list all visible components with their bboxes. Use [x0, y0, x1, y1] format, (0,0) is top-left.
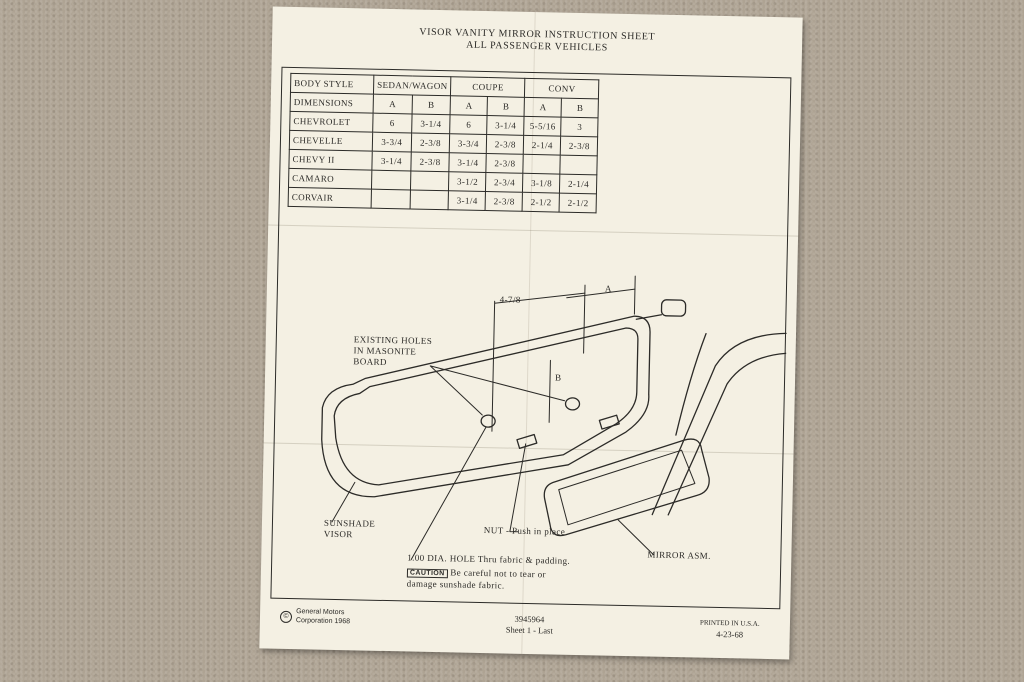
caution-text-line2: damage sunshade fabric.: [406, 578, 505, 591]
gm-corporation: General Motors Corporation 1968: [295, 608, 351, 626]
mirror-glass: [558, 449, 696, 526]
sheet-number: Sheet 1 - Last: [505, 624, 553, 636]
leader-sunshade: [331, 481, 356, 523]
instruction-sheet: VISOR VANITY MIRROR INSTRUCTION SHEET AL…: [259, 6, 803, 660]
caution-text-line1: Be careful not to tear or: [450, 567, 547, 580]
nut-label: NUT - Push in place: [483, 525, 566, 537]
existing-hole-left: [480, 414, 496, 428]
visor-bracket: [660, 299, 687, 317]
dimension-b-label: B: [554, 372, 562, 383]
mirror-asm-label: MIRROR ASM.: [647, 549, 711, 561]
dimension-main-label: 4-7/8: [499, 294, 521, 305]
leader-hole: [410, 426, 487, 561]
leader-mirror: [617, 519, 654, 556]
windshield-pillar-inner: [667, 352, 787, 516]
existing-hole-right: [564, 397, 581, 411]
existing-holes-label: EXISTING HOLES IN MASONITE BOARD: [353, 334, 433, 367]
nut-left: [516, 433, 538, 449]
mirror-assembly: [543, 438, 710, 537]
leader-existing-holes: [429, 365, 566, 416]
windshield-edge: [675, 333, 707, 436]
part-number-block: 3945964 Sheet 1 - Last: [506, 614, 553, 637]
printed-in-usa: PRINTED IN U.S.A.: [699, 618, 760, 628]
sunshade-visor-label: SUNSHADE VISOR: [323, 517, 376, 540]
visor-pivot-rod: [635, 314, 663, 320]
installation-diagram: [321, 275, 787, 561]
dimension-line-b: [548, 359, 551, 423]
dimension-a-label: A: [604, 283, 612, 294]
sunshade-visor-rim: [333, 327, 639, 486]
sunshade-visor-outline: [321, 315, 651, 498]
nut-right: [598, 414, 620, 430]
dimension-line-main: [491, 288, 636, 432]
dimension-line-a: [583, 275, 636, 354]
leader-nut: [509, 443, 527, 533]
printed-block: PRINTED IN U.S.A. 4-23-68: [700, 618, 760, 641]
caution-badge: CAUTION: [406, 568, 448, 579]
print-date: 4-23-68: [716, 628, 744, 640]
windshield-pillar: [651, 332, 787, 516]
